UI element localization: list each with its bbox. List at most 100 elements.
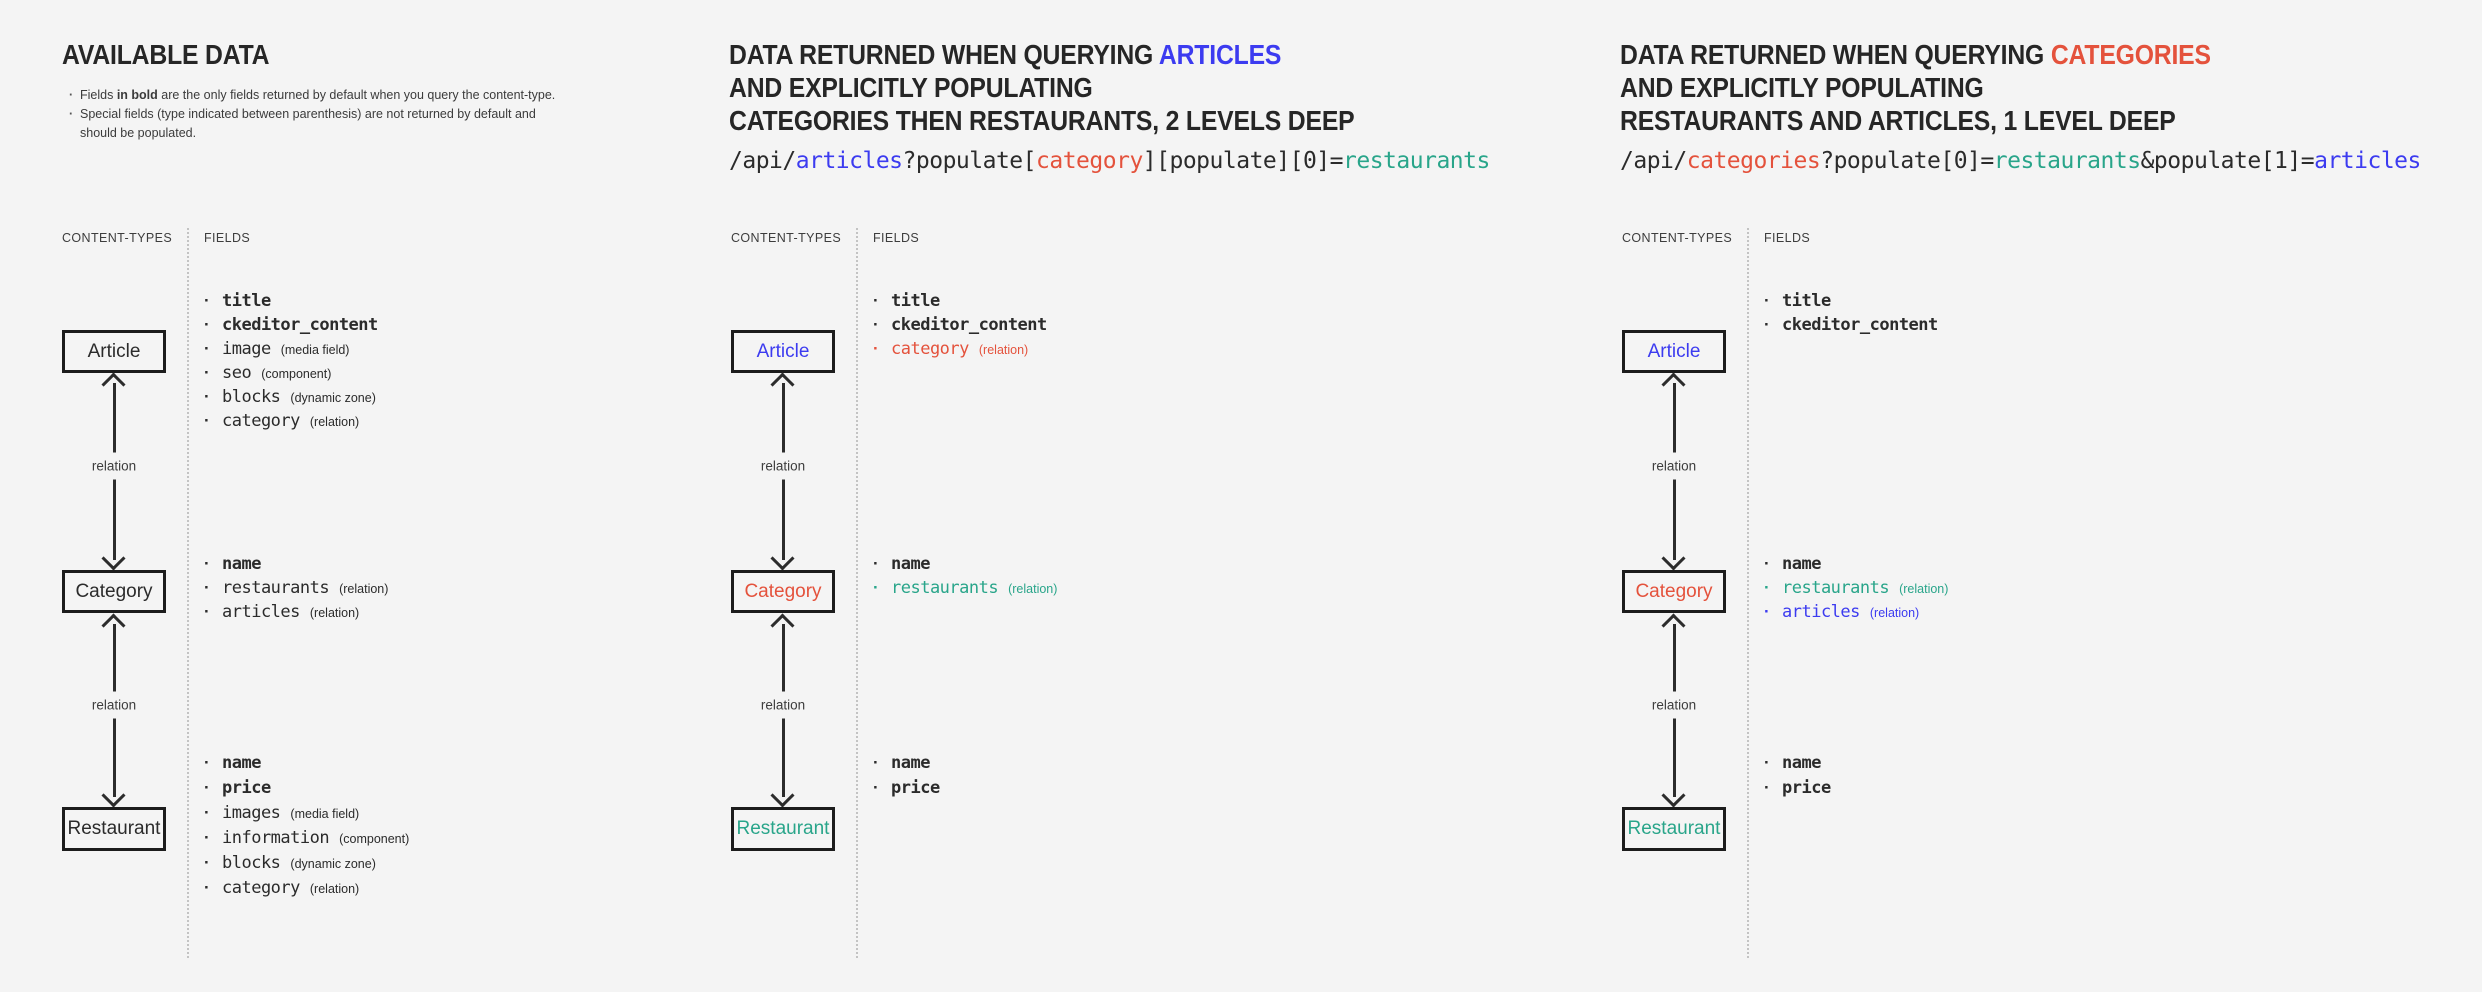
content-type-box-restaurant: Restaurant <box>1622 807 1726 851</box>
relation-label: relation <box>758 691 808 718</box>
fields-column-label: FIELDS <box>873 231 920 245</box>
field-type: (dynamic zone) <box>290 391 376 405</box>
panel-title: DATA RETURNED WHEN QUERYING CATEGORIES A… <box>1620 38 2211 137</box>
field-item: category (relation) <box>873 339 1057 363</box>
code-segment: &populate[1]= <box>2140 148 2315 174</box>
field-item: name <box>873 554 1057 578</box>
field-type: (relation) <box>1008 582 1058 596</box>
field-type: (relation) <box>978 343 1029 357</box>
field-name: restaurants <box>222 578 330 598</box>
field-name: category <box>891 339 969 359</box>
api-query: /api/articles?populate[category][populat… <box>729 146 1490 176</box>
content-types-column-label: CONTENT-TYPES <box>62 231 173 245</box>
field-item: image (media field) <box>204 339 388 363</box>
relation-label: relation <box>758 452 808 479</box>
legend-note: Fields in bold are the only fields retur… <box>68 86 555 105</box>
field-name: ckeditor_content <box>1782 315 1938 335</box>
field-type: (component) <box>339 832 410 846</box>
code-segment: ?populate[0]= <box>1820 148 1994 174</box>
field-item: seo(component) <box>204 363 388 387</box>
field-name: category <box>222 878 300 898</box>
field-type: (media field) <box>290 807 360 821</box>
field-item: restaurants (relation) <box>873 578 1057 602</box>
fields-list-category: name restaurants (relation) articles(rela… <box>204 554 388 626</box>
relation-label: relation <box>1649 452 1699 479</box>
relation-label: relation <box>1649 691 1699 718</box>
field-name: information <box>222 828 330 848</box>
code-segment: /api/ <box>1620 148 1687 174</box>
field-item: ckeditor_content <box>873 315 1057 339</box>
field-item: images (media field) <box>204 803 409 828</box>
legend: Fields in bold are the only fields retur… <box>68 86 555 143</box>
field-item: category(relation) <box>204 411 388 435</box>
title-line: CATEGORIES THEN RESTAURANTS, 2 LEVELS DE… <box>729 105 1355 136</box>
panel-title: AVAILABLE DATA <box>62 38 270 71</box>
column-divider <box>187 228 189 958</box>
field-item: price <box>873 778 950 803</box>
field-type: (media field) <box>280 343 350 357</box>
field-item: name <box>1764 554 1948 578</box>
arrowhead-down-icon <box>1661 783 1686 808</box>
field-name: image <box>222 339 271 359</box>
fields-list-restaurant: name price <box>1764 753 1841 803</box>
code-segment: categories <box>1686 148 1821 174</box>
code-segment: ?populate[ <box>902 148 1037 174</box>
title-line: RESTAURANTS AND ARTICLES, 1 LEVEL DEEP <box>1620 105 2176 136</box>
code-segment: articles <box>795 148 903 174</box>
field-type: (relation) <box>1869 606 1920 620</box>
field-item: title <box>873 291 1057 315</box>
field-name: name <box>222 753 261 773</box>
field-item: category(relation) <box>204 878 409 903</box>
api-query: /api/categories?populate[0]=restaurants&… <box>1620 146 2421 176</box>
content-type-box-category: Category <box>731 570 835 613</box>
field-item: ckeditor_content <box>204 315 388 339</box>
field-name: blocks <box>222 853 281 873</box>
fields-list-article: title ckeditor_content <box>1764 291 1948 339</box>
fields-list-restaurant: name price <box>873 753 950 803</box>
fields-column-label: FIELDS <box>204 231 251 245</box>
field-item: blocks(dynamic zone) <box>204 387 388 411</box>
field-item: articles(relation) <box>1764 602 1948 626</box>
title-line: DATA RETURNED WHEN QUERYING CATEGORIES <box>1620 39 2211 70</box>
content-type-box-restaurant: Restaurant <box>731 807 835 851</box>
title-line: AND EXPLICITLY POPULATING <box>729 72 1093 103</box>
content-type-box-article: Article <box>62 330 166 373</box>
field-item: articles(relation) <box>204 602 388 626</box>
code-segment: ][populate][0]= <box>1142 148 1344 174</box>
panel-query-articles: DATA RETURNED WHEN QUERYING ARTICLES AND… <box>729 0 1614 992</box>
field-name: images <box>222 803 281 823</box>
field-item: price <box>204 778 409 803</box>
code-segment: articles <box>2314 148 2421 174</box>
panel-available-data: AVAILABLE DATA Fields in bold are the on… <box>60 0 725 992</box>
field-name: name <box>1782 554 1821 574</box>
field-item: information (component) <box>204 828 409 853</box>
field-item: blocks(dynamic zone) <box>204 853 409 878</box>
field-name: name <box>222 554 261 574</box>
field-type: (relation) <box>309 606 360 620</box>
column-divider <box>856 228 858 958</box>
field-item: ckeditor_content <box>1764 315 1948 339</box>
field-name: restaurants <box>891 578 999 598</box>
field-name: title <box>891 291 940 311</box>
fields-list-article: title ckeditor_content category (relation… <box>873 291 1057 363</box>
title-accent: CATEGORIES <box>2050 39 2211 70</box>
arrowhead-down-icon <box>770 783 795 808</box>
fields-column-label: FIELDS <box>1764 231 1811 245</box>
field-name: category <box>222 411 300 431</box>
code-segment: restaurants <box>1343 148 1490 174</box>
fields-list-restaurant: name price images (media field) informati… <box>204 753 409 903</box>
fields-list-article: title ckeditor_content image(media field… <box>204 291 388 435</box>
field-name: name <box>891 554 930 574</box>
relation-label: relation <box>89 452 139 479</box>
field-item: restaurants(relation) <box>1764 578 1948 602</box>
field-name: restaurants <box>1782 578 1890 598</box>
field-type: (relation) <box>339 582 389 596</box>
content-types-column-label: CONTENT-TYPES <box>1622 231 1733 245</box>
fields-list-category: name restaurants(relation) articles(rela… <box>1764 554 1948 626</box>
field-name: seo <box>222 363 252 383</box>
title-line: DATA RETURNED WHEN QUERYING ARTICLES <box>729 39 1282 70</box>
field-name: ckeditor_content <box>222 315 378 335</box>
title-accent: ARTICLES <box>1158 39 1282 70</box>
field-name: price <box>1782 778 1831 798</box>
